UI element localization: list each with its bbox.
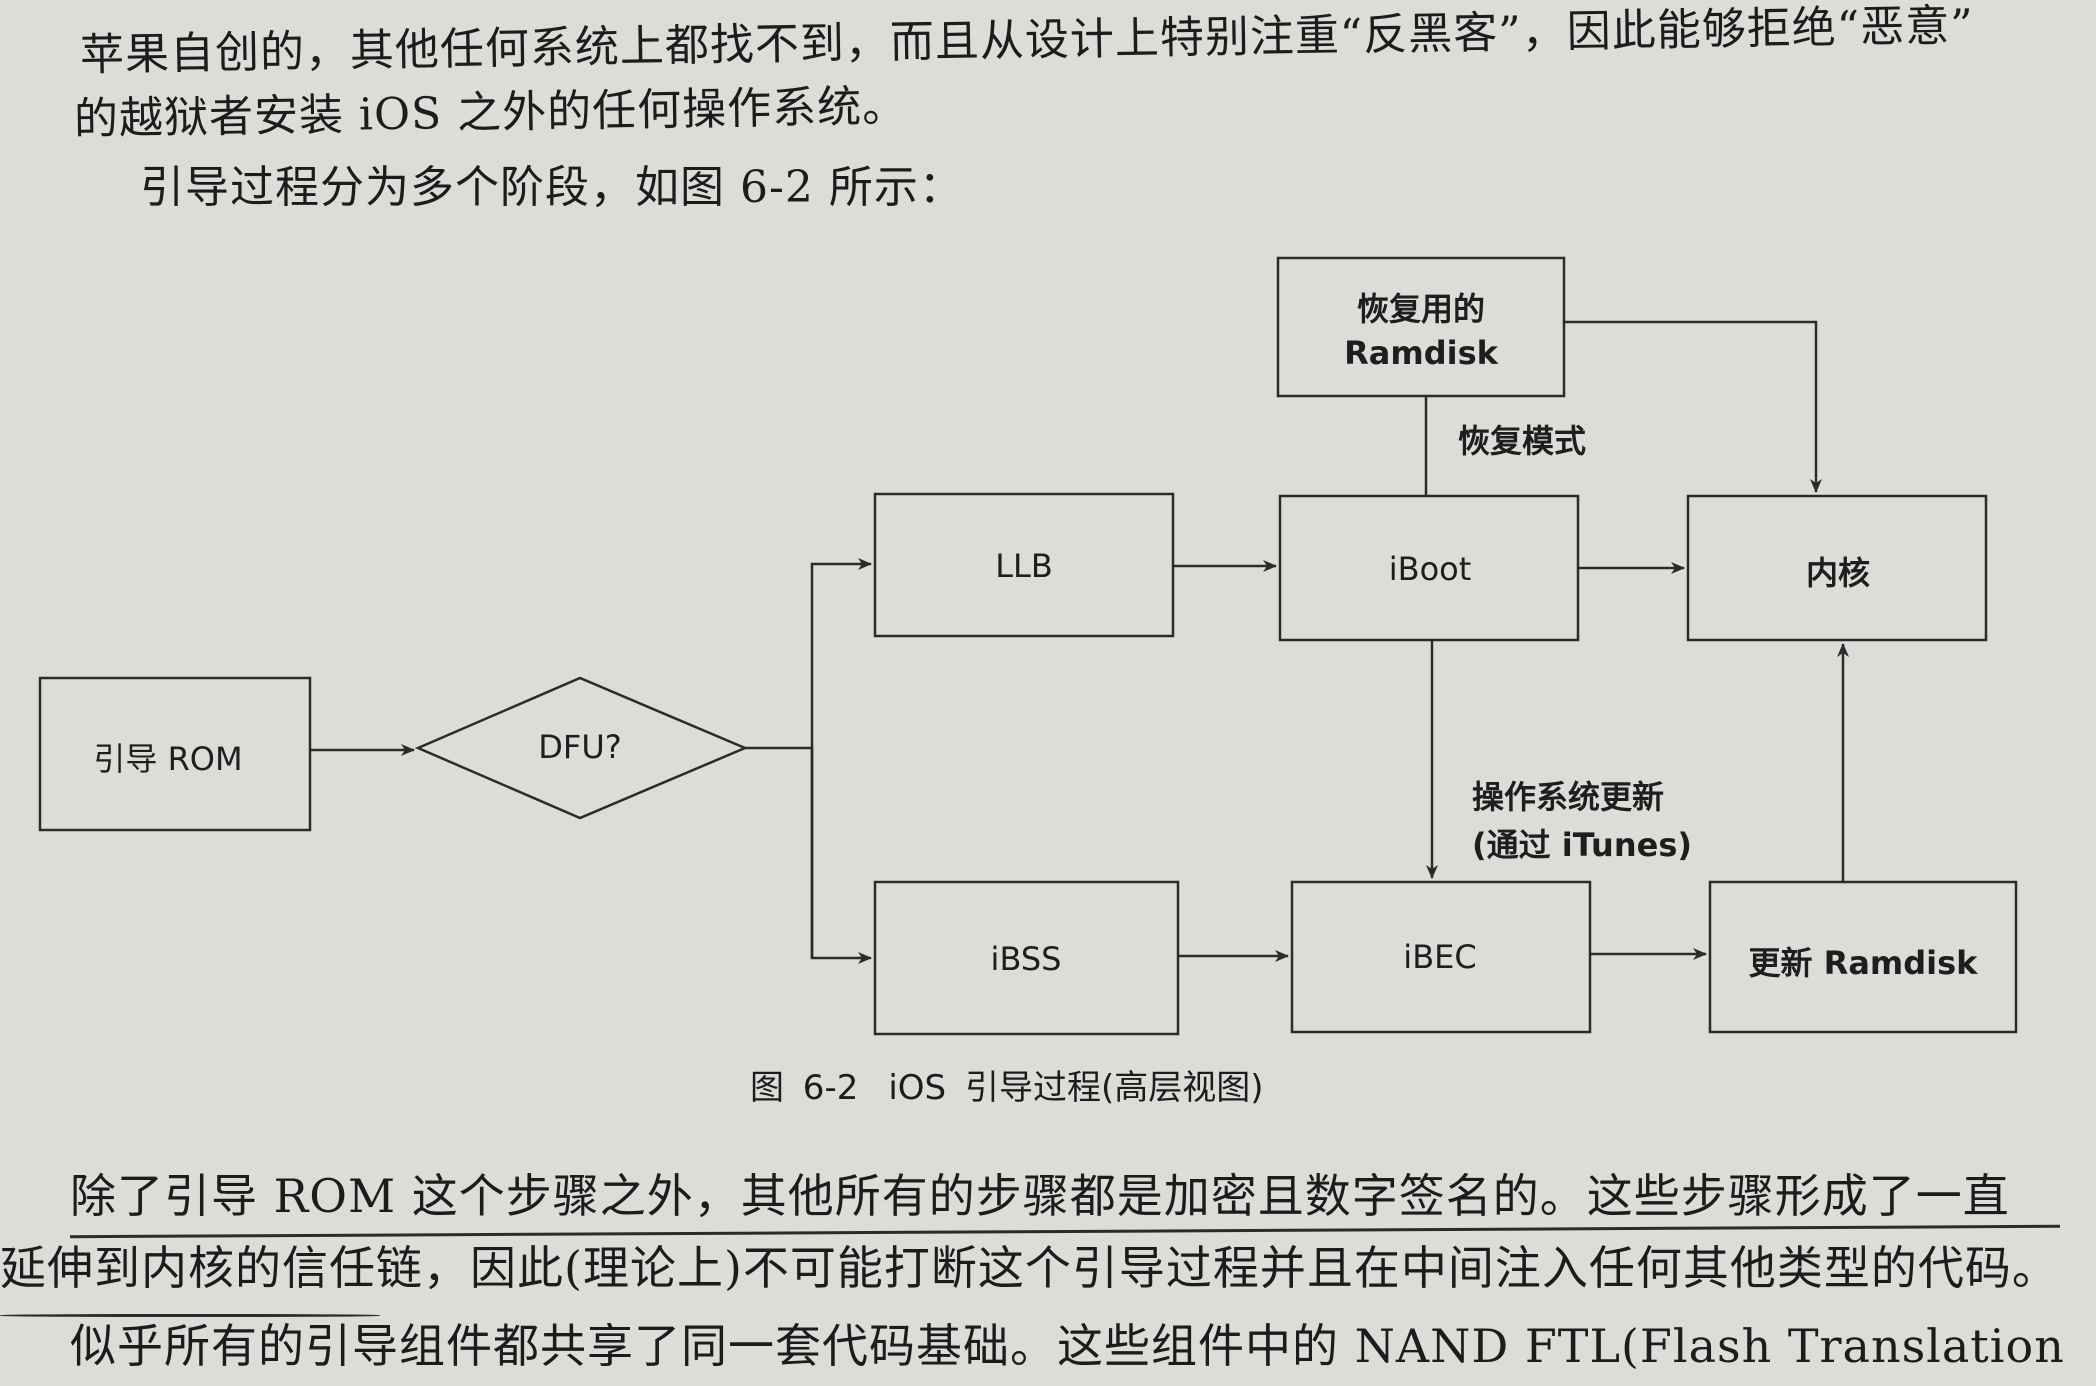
- node-recovery-ramdisk-label-2: Ramdisk: [1344, 334, 1499, 372]
- node-ibss-label: iBSS: [991, 940, 1062, 978]
- figure-caption-number: 图 6-2: [750, 1068, 859, 1108]
- edge-label-os-update-1: 操作系统更新: [1472, 778, 1664, 816]
- node-update-ramdisk-label: 更新 Ramdisk: [1749, 944, 1979, 982]
- paragraph-3-line-2: 延伸到内核的信任链，因此(理论上)不可能打断这个引导过程并且在中间注入任何其他类…: [0, 1241, 2059, 1295]
- node-ibec: iBEC: [1290, 880, 1592, 1034]
- node-dfu-decision: DFU?: [414, 676, 749, 820]
- node-kernel-label: 内核: [1806, 554, 1870, 592]
- node-dfu-label: DFU?: [538, 728, 621, 766]
- edge-dfu-to-ibss: [810, 748, 872, 964]
- node-iboot-label: iBoot: [1389, 550, 1472, 588]
- paragraph-4: 似乎所有的引导组件都共享了同一套代码基础。这些组件中的 NAND FTL(Fla…: [70, 1319, 2065, 1373]
- edge-label-os-update-2: (通过 iTunes): [1472, 826, 1692, 864]
- edge-label-recovery-mode: 恢复模式: [1458, 422, 1586, 460]
- node-llb: LLB: [873, 492, 1175, 638]
- figure-caption: 图 6-2 iOS 引导过程(高层视图): [750, 1060, 1263, 1109]
- edge-recovery-ramdisk-to-kernel: [1564, 320, 1822, 493]
- node-recovery-ramdisk: 恢复用的 Ramdisk: [1276, 256, 1566, 398]
- node-llb-label: LLB: [995, 547, 1053, 585]
- pen-underline-2: [0, 1314, 380, 1317]
- node-ibss: iBSS: [873, 880, 1180, 1036]
- node-update-ramdisk: 更新 Ramdisk: [1708, 880, 2018, 1034]
- node-kernel: 内核: [1686, 494, 1988, 642]
- paragraph-3-line-1: 除了引导 ROM 这个步骤之外，其他所有的步骤都是加密且数字签名的。这些步骤形成…: [70, 1169, 2010, 1223]
- node-boot-rom: 引导 ROM: [38, 676, 312, 832]
- node-ibec-label: iBEC: [1403, 938, 1476, 976]
- edge-dfu-to-llb: [810, 558, 872, 958]
- node-iboot: iBoot: [1278, 494, 1580, 642]
- paragraph-2: 引导过程分为多个阶段，如图 6-2 所示：: [140, 162, 964, 213]
- figure-caption-title: iOS 引导过程(高层视图): [888, 1068, 1264, 1108]
- node-recovery-ramdisk-label-1: 恢复用的: [1357, 290, 1485, 328]
- node-boot-rom-label: 引导 ROM: [93, 740, 242, 778]
